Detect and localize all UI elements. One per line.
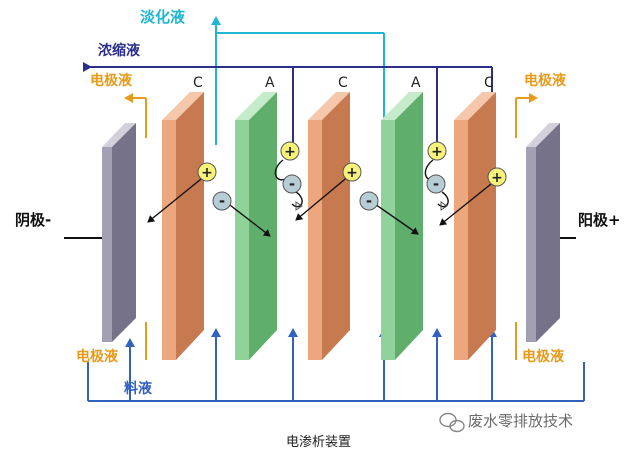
membrane-c-1: [162, 92, 204, 360]
watermark-text: 废水零排放技术: [468, 412, 574, 430]
diluate-outlet-lines: [211, 16, 385, 145]
concentrate-outlet-lines: [83, 62, 493, 142]
feed-label: 料液: [124, 381, 152, 397]
membrane-label-a: A: [265, 75, 275, 91]
figure-caption: 电渗析装置: [286, 435, 352, 450]
cation-ion: +: [280, 141, 300, 161]
svg-text:+: +: [491, 170, 503, 186]
svg-text:+: +: [346, 165, 358, 181]
cation-ion: +: [342, 162, 362, 182]
membrane-label-a: A: [411, 75, 421, 91]
electrode-solution-label-bottom-right: 电极液: [522, 349, 564, 365]
membrane-c-3: [454, 92, 496, 360]
cation-ion: +: [197, 162, 217, 182]
svg-text:+: +: [431, 144, 443, 160]
anion-ion: -: [359, 191, 379, 211]
svg-text:+: +: [201, 165, 213, 181]
svg-text:-: -: [366, 192, 372, 210]
anode-label: 阳极+: [578, 211, 621, 229]
membrane-c-2: [308, 92, 350, 360]
cation-ion: +: [487, 167, 507, 187]
electrode-solution-label-top-right: 电极液: [524, 73, 566, 89]
cation-ion: +: [427, 141, 447, 161]
electrode-solution-label-top-left: 电极液: [90, 73, 132, 89]
electrode-solution-lines: [124, 93, 538, 360]
diluate-label: 淡化液: [140, 8, 186, 26]
electrode-solution-label-bottom-left: 电极液: [76, 349, 118, 365]
cathode-label: 阴极-: [15, 211, 52, 229]
anode-plate: [526, 123, 560, 342]
cathode-plate: [102, 123, 136, 342]
anion-ion: -: [212, 191, 232, 211]
rejection-marker: [295, 201, 448, 211]
membrane-a-1: [235, 92, 277, 360]
membrane-label-c: C: [484, 75, 494, 91]
membrane-label-c: C: [338, 75, 348, 91]
concentrate-label: 浓缩液: [98, 43, 140, 59]
anion-ion: -: [282, 174, 302, 194]
svg-text:-: -: [289, 175, 295, 193]
anion-ion: -: [426, 174, 446, 194]
svg-text:-: -: [219, 192, 225, 210]
membrane-a-2: [381, 92, 423, 360]
svg-text:-: -: [433, 175, 439, 193]
wechat-icon: [439, 412, 465, 433]
membrane-label-c: C: [193, 75, 203, 91]
svg-text:+: +: [284, 144, 296, 160]
